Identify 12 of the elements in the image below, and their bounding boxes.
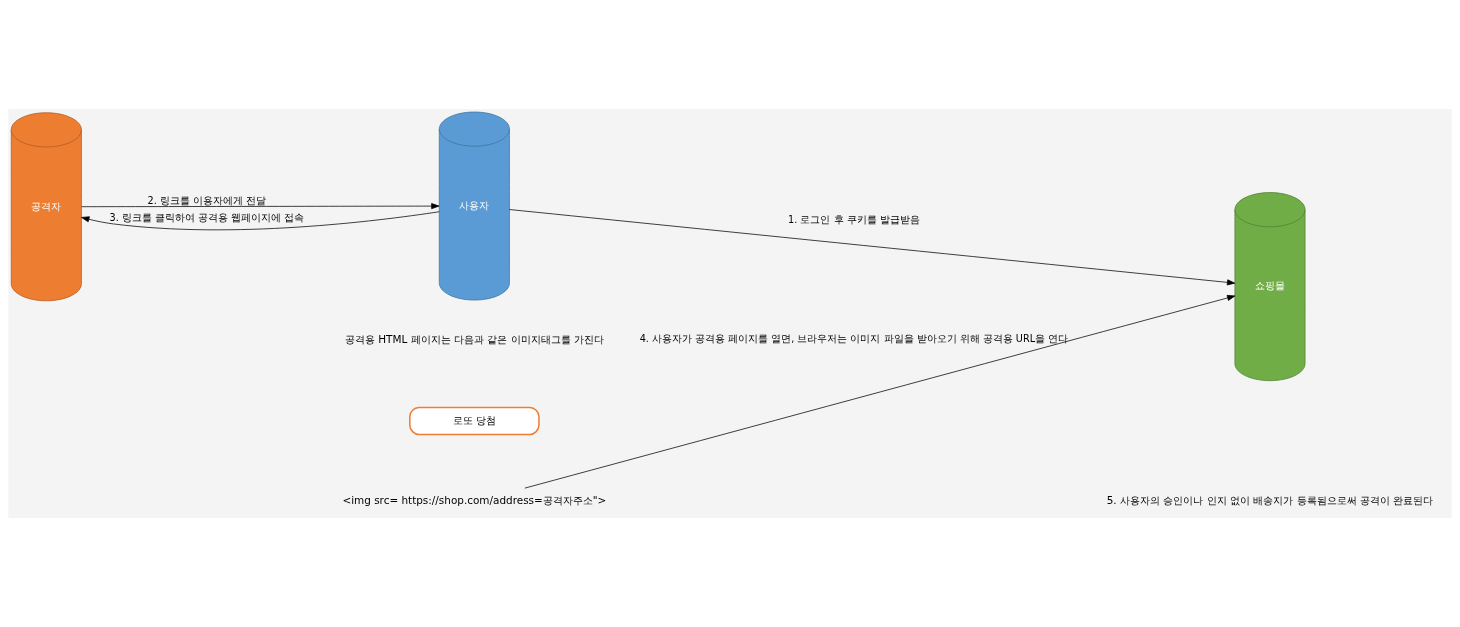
edge-label: 4. 사용자가 공격용 페이지를 열면, 브라우저는 이미지 파일을 받아오기 위해 공격용 URL을 연다 xyxy=(639,333,1069,345)
node-box: 로또 당첨 xyxy=(409,406,540,436)
arrow xyxy=(81,211,440,231)
edge-label: 2. 링크를 이용자에게 전달 xyxy=(147,195,267,207)
node-text: <img src= https://shop.com/address=공격자주소"> xyxy=(342,494,607,507)
label: 5. 사용자의 승인이나 인지 없이 배송지가 등록됨으로써 공격이 완료된다 xyxy=(1106,494,1434,507)
edge-label: 1. 로그인 후 쿠키를 발급받음 xyxy=(788,214,920,226)
edge-label: 3. 링크를 클릭하여 공격용 웹페이지에 접속 xyxy=(109,212,305,224)
arrow xyxy=(509,209,1236,286)
arrow xyxy=(524,295,1236,489)
label: 공격용 HTML 페이지는 다음과 같은 이미지태그를 가진다 xyxy=(344,333,604,346)
arrow xyxy=(81,203,440,210)
